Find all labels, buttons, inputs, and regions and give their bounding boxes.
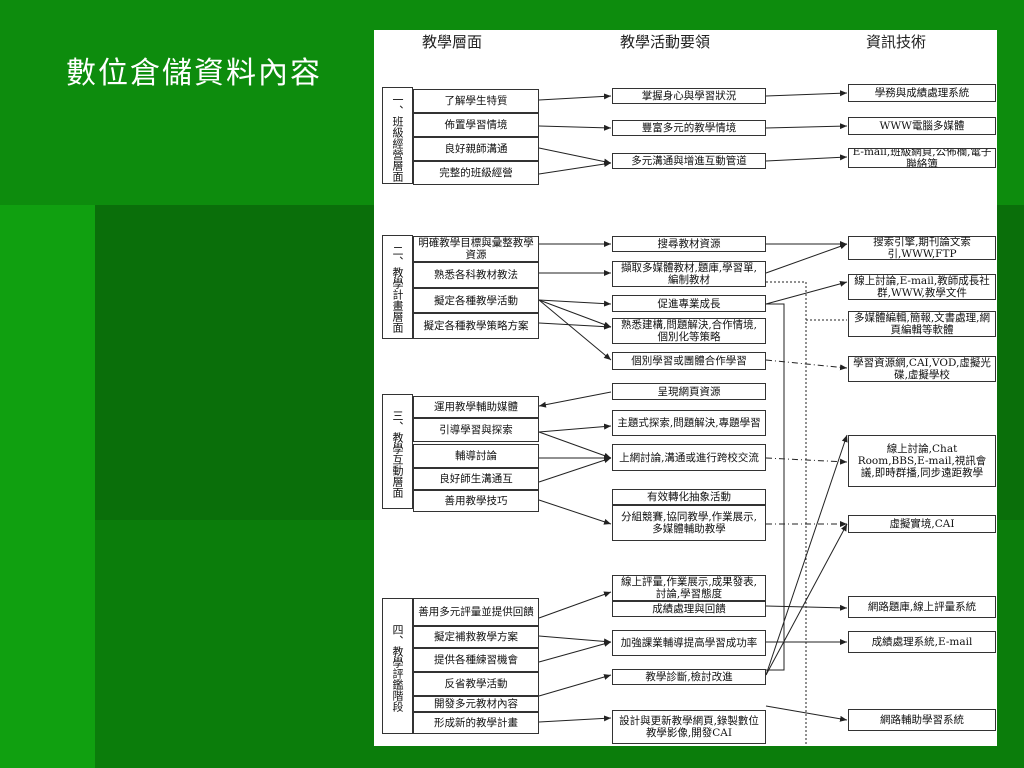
right-item: 網路輔助學習系統 (848, 709, 996, 731)
middle-item: 多元溝通與增進互動管道 (612, 153, 766, 169)
section-teaching-evaluation: 四、教學評鑑階段 (382, 598, 413, 734)
connector-lines (538, 90, 848, 745)
middle-item: 呈現網頁資源 (612, 383, 766, 400)
left-item: 引導學習與探索 (413, 418, 539, 442)
middle-item: 搜尋教材資源 (612, 236, 766, 252)
left-item: 擬定各種教學策略方案 (413, 313, 539, 339)
left-item: 擬定補救教學方案 (413, 626, 539, 648)
left-item: 善用教學技巧 (413, 490, 539, 512)
middle-item: 有效轉化抽象活動 (612, 489, 766, 505)
middle-item: 分組競賽,協同教學,作業展示,多媒體輔助教學 (612, 505, 766, 541)
header-activity: 教學活動要領 (620, 33, 711, 51)
middle-item: 擷取多媒體教材,題庫,學習單,編制教材 (612, 261, 766, 287)
right-item: 搜索引擎,期刊論文索引,WWW,FTP (848, 236, 996, 260)
right-item: WWW電腦多媒體 (848, 117, 996, 135)
left-item: 熟悉各科教材教法 (413, 262, 539, 288)
left-item: 明確教學目標與彙整教學資源 (413, 236, 539, 262)
right-item: 成績處理系統,E-mail (848, 631, 996, 653)
left-item: 運用教學輔助媒體 (413, 396, 539, 418)
background-band-edge (0, 205, 95, 768)
middle-item: 豐富多元的教學情境 (612, 120, 766, 136)
middle-item: 線上評量,作業展示,成果發表,討論,學習態度 (612, 575, 766, 601)
left-item: 善用多元評量並提供回饋 (413, 598, 539, 626)
section-teaching-plan: 二、教學計畫層面 (382, 235, 413, 339)
middle-item: 加強課業輔導提高學習成功率 (612, 630, 766, 656)
left-item: 擬定各種教學活動 (413, 288, 539, 313)
middle-item: 教學診斷,檢討改進 (612, 669, 766, 685)
middle-item: 上網討論,溝通或進行跨校交流 (612, 444, 766, 471)
right-item: 學習資源網,CAI,VOD,虛擬光碟,虛擬學校 (848, 356, 996, 382)
right-item: 學務與成績處理系統 (848, 84, 996, 102)
right-item: E-mail,班級網頁,公佈欄,電子聯絡簿 (848, 148, 996, 168)
left-item: 佈置學習情境 (413, 113, 539, 137)
left-item: 提供各種練習機會 (413, 648, 539, 672)
right-item: 多媒體編輯,簡報,文書處理,網頁編輯等軟體 (848, 311, 996, 337)
left-item: 輔導討論 (413, 444, 539, 468)
left-item: 開發多元教材內容 (413, 696, 539, 712)
right-item: 線上討論,E-mail,教師成長社群,WWW,教學文件 (848, 274, 996, 300)
middle-item: 設計與更新教學網頁,錄製數位教學影像,開發CAI (612, 710, 766, 744)
left-item: 了解學生特質 (413, 89, 539, 113)
middle-item: 成績處理與回饋 (612, 601, 766, 617)
slide-title: 數位倉儲資料內容 (66, 56, 322, 91)
middle-item: 個別學習或團體合作學習 (612, 352, 766, 370)
right-item: 虛擬實境,CAI (848, 515, 996, 533)
right-item: 網路題庫,線上評量系統 (848, 596, 996, 618)
middle-item: 促進專業成長 (612, 295, 766, 312)
header-level: 教學層面 (422, 33, 483, 51)
left-item: 反省教學活動 (413, 672, 539, 696)
left-item: 完整的班級經營 (413, 161, 539, 185)
right-item: 線上討論,Chat Room,BBS,E-mail,視訊會議,即時群播,同步遠距… (848, 435, 996, 487)
section-classroom-management: 一、班級經營層面 (382, 87, 413, 184)
header-tech: 資訊技術 (866, 33, 927, 51)
section-teaching-interaction: 三、教學互動層面 (382, 394, 413, 509)
left-item: 良好親師溝通 (413, 137, 539, 161)
diagram-figure: 教學層面 教學活動要領 資訊技術 一、班級經營層面 二、教學計畫層面 三、教學互… (374, 30, 997, 746)
left-item: 形成新的教學計畫 (413, 712, 539, 734)
left-item: 良好師生溝通互 (413, 468, 539, 490)
middle-item: 主題式探索,問題解決,專題學習 (612, 410, 766, 436)
middle-item: 熟悉建構,問題解決,合作情境,個別化等策略 (612, 318, 766, 344)
middle-item: 掌握身心與學習狀況 (612, 88, 766, 104)
